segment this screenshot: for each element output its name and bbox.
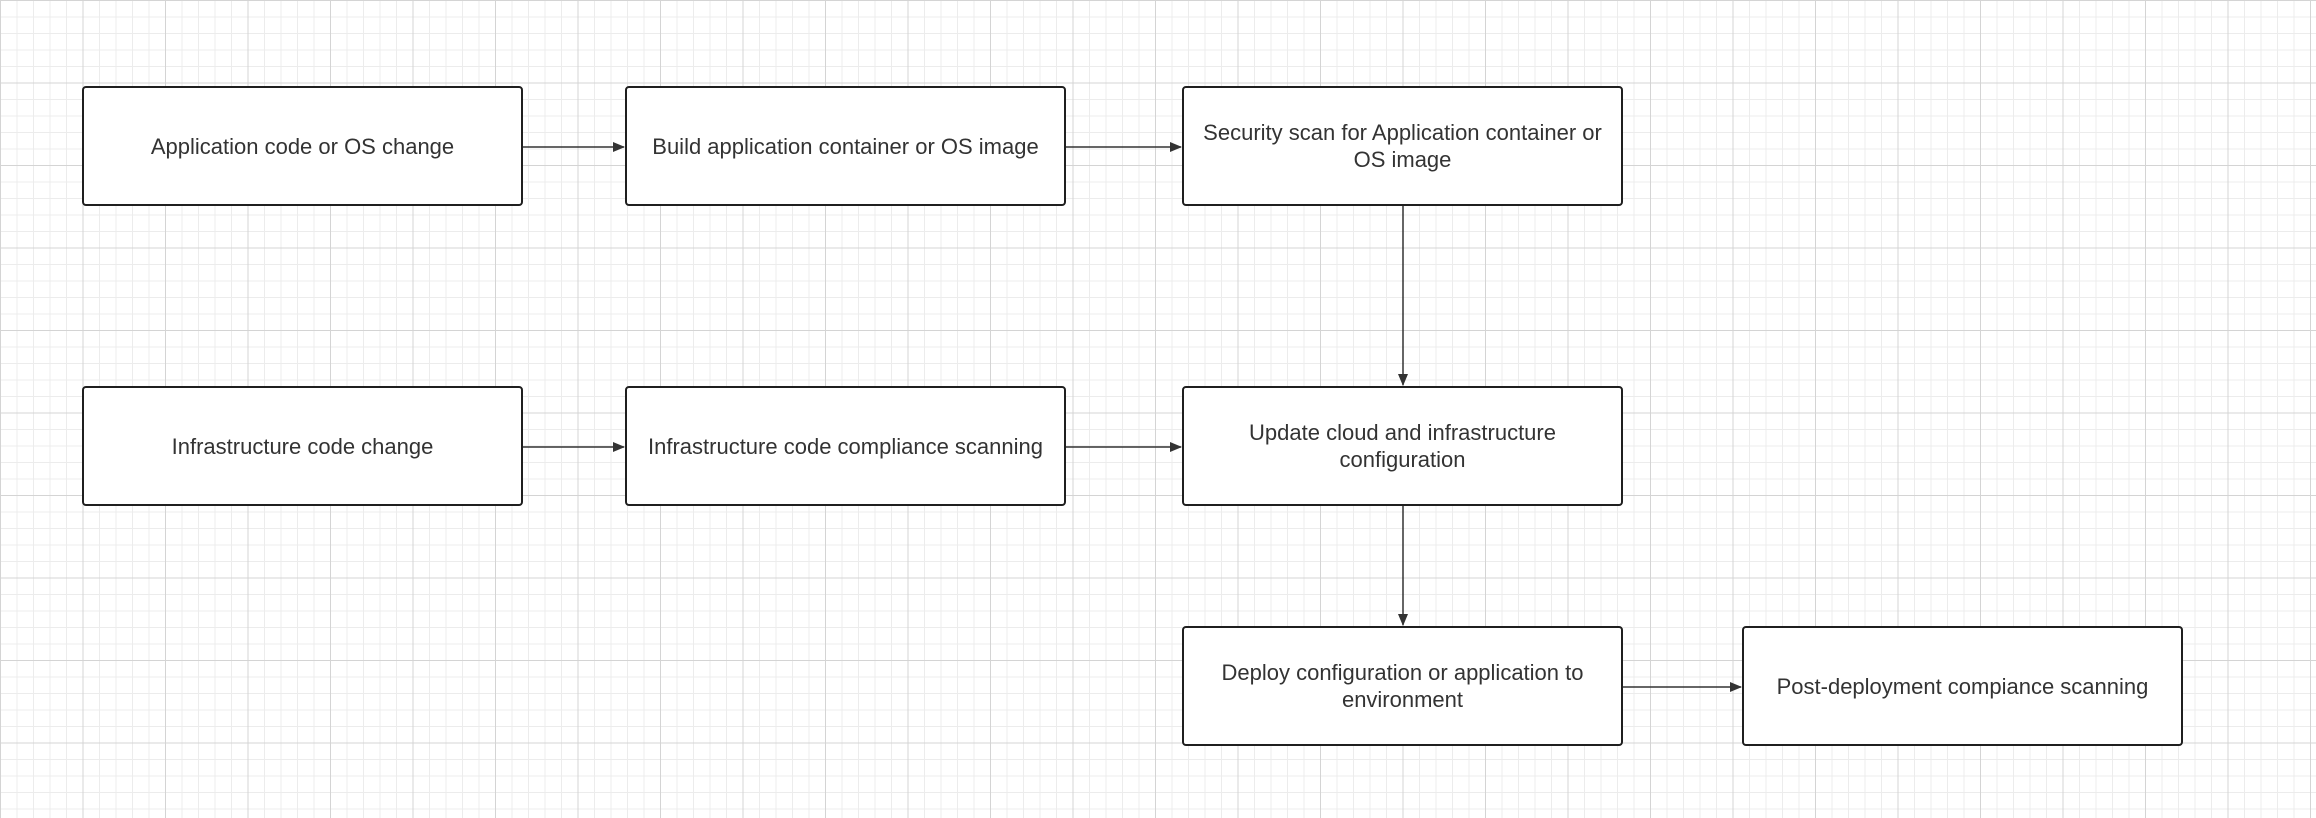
node-label: Application code or OS change	[150, 133, 455, 159]
node-application-code-change[interactable]: Application code or OS change	[82, 86, 523, 206]
node-deploy[interactable]: Deploy configuration or application to e…	[1182, 626, 1623, 746]
node-infrastructure-code-change[interactable]: Infrastructure code change	[82, 386, 523, 506]
node-post-deployment-scan[interactable]: Post-deployment compiance scanning	[1742, 626, 2183, 746]
node-label: Update cloud and infrastructure configur…	[1249, 420, 1556, 472]
node-label: Infrastructure code compliance scanning	[648, 433, 1043, 459]
node-label: Security scan for Application container …	[1203, 120, 1602, 172]
node-infrastructure-compliance-scan[interactable]: Infrastructure code compliance scanning	[625, 386, 1066, 506]
node-label: Deploy configuration or application to e…	[1221, 660, 1584, 712]
node-label: Infrastructure code change	[171, 433, 434, 459]
node-label: Post-deployment compiance scanning	[1776, 673, 2149, 699]
node-security-scan[interactable]: Security scan for Application container …	[1182, 86, 1623, 206]
node-label: Build application container or OS image	[652, 133, 1039, 159]
node-update-configuration[interactable]: Update cloud and infrastructure configur…	[1182, 386, 1623, 506]
node-build-image[interactable]: Build application container or OS image	[625, 86, 1066, 206]
